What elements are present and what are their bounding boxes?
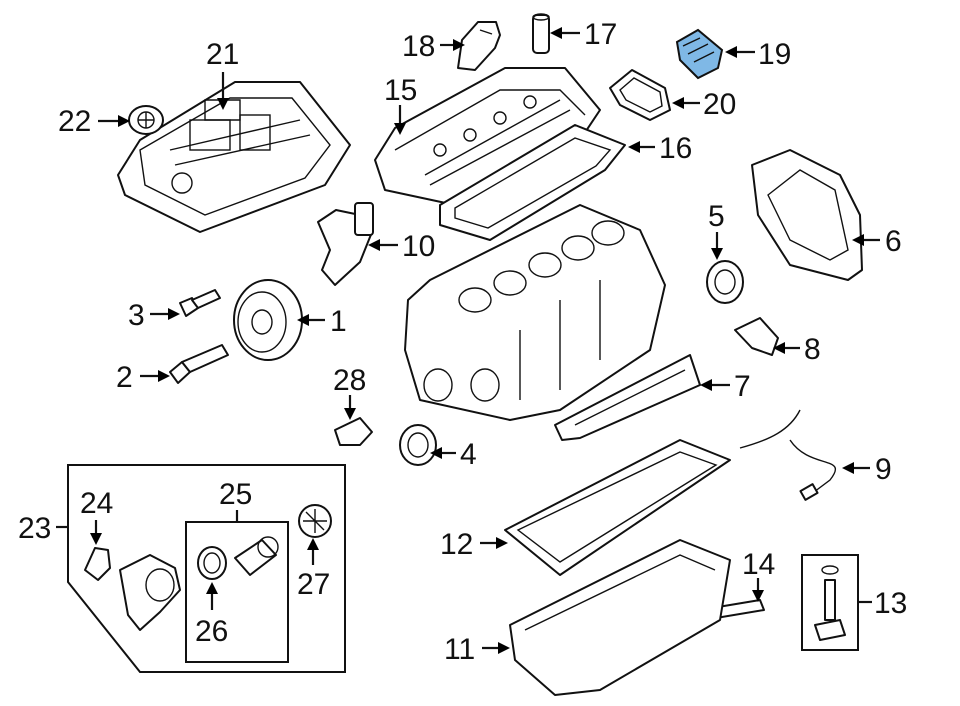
callout-17: 17 bbox=[584, 18, 617, 51]
callout-27: 27 bbox=[297, 568, 330, 601]
callout-23: 23 bbox=[18, 512, 51, 545]
part-18-bracket[interactable] bbox=[457, 21, 501, 71]
callout-8: 8 bbox=[804, 333, 821, 366]
part-17-sleeve[interactable] bbox=[532, 13, 550, 54]
part-13-dipstick[interactable] bbox=[814, 565, 846, 641]
part-5-seal[interactable] bbox=[706, 260, 744, 304]
part-19-filter-highlighted[interactable] bbox=[675, 28, 724, 80]
part-23-thermostat-housing[interactable] bbox=[119, 554, 181, 631]
part-22-cap[interactable] bbox=[128, 105, 164, 135]
group-23-box bbox=[67, 464, 346, 673]
part-4-seal[interactable] bbox=[399, 424, 437, 466]
callout-20: 20 bbox=[703, 88, 736, 121]
part-26-o-ring[interactable] bbox=[197, 546, 227, 580]
part-24-bracket[interactable] bbox=[84, 547, 111, 581]
part-20-gasket[interactable] bbox=[609, 69, 671, 121]
part-1-pulley[interactable] bbox=[233, 279, 303, 361]
part-28-sensor[interactable] bbox=[334, 417, 373, 446]
part-16-valve-cover-gasket[interactable] bbox=[439, 124, 626, 241]
callout-16: 16 bbox=[659, 132, 692, 165]
callout-7: 7 bbox=[734, 370, 751, 403]
part-12-pan-gasket[interactable] bbox=[504, 439, 731, 576]
part-8-sensor[interactable] bbox=[734, 317, 779, 356]
callout-28: 28 bbox=[333, 364, 366, 397]
part-21-engine-cover[interactable] bbox=[117, 81, 351, 233]
part-2-bolt[interactable] bbox=[169, 344, 229, 384]
callout-2: 2 bbox=[116, 361, 133, 394]
callout-14: 14 bbox=[742, 548, 775, 581]
callout-19: 19 bbox=[758, 38, 791, 71]
callout-5: 5 bbox=[708, 200, 725, 233]
part-27-impeller[interactable] bbox=[298, 504, 332, 538]
callout-3: 3 bbox=[128, 299, 145, 332]
engine-block bbox=[404, 204, 666, 421]
callout-9: 9 bbox=[875, 453, 892, 486]
callout-13: 13 bbox=[874, 587, 907, 620]
part-7-baffle[interactable] bbox=[554, 354, 701, 441]
callout-21: 21 bbox=[206, 38, 239, 71]
callout-26: 26 bbox=[195, 615, 228, 648]
part-25-thermostat[interactable] bbox=[234, 536, 279, 576]
callout-24: 24 bbox=[80, 487, 113, 520]
callout-12: 12 bbox=[440, 528, 473, 561]
part-3-bolt[interactable] bbox=[179, 289, 221, 317]
callout-4: 4 bbox=[460, 438, 477, 471]
callout-arrows bbox=[56, 27, 880, 654]
callout-10: 10 bbox=[402, 230, 435, 263]
callout-25: 25 bbox=[219, 478, 252, 511]
callout-22: 22 bbox=[58, 105, 91, 138]
callout-15: 15 bbox=[384, 74, 417, 107]
part-6-rear-plate[interactable] bbox=[751, 149, 863, 281]
callout-18: 18 bbox=[402, 30, 435, 63]
part-15-valve-cover[interactable] bbox=[374, 67, 601, 206]
part-11-oil-pan[interactable] bbox=[509, 539, 731, 696]
part-10-sensor[interactable] bbox=[317, 202, 374, 286]
callout-11: 11 bbox=[444, 633, 475, 666]
part-9-sensor-wire[interactable] bbox=[739, 409, 837, 501]
callout-1: 1 bbox=[330, 305, 347, 338]
callout-6: 6 bbox=[885, 225, 902, 258]
